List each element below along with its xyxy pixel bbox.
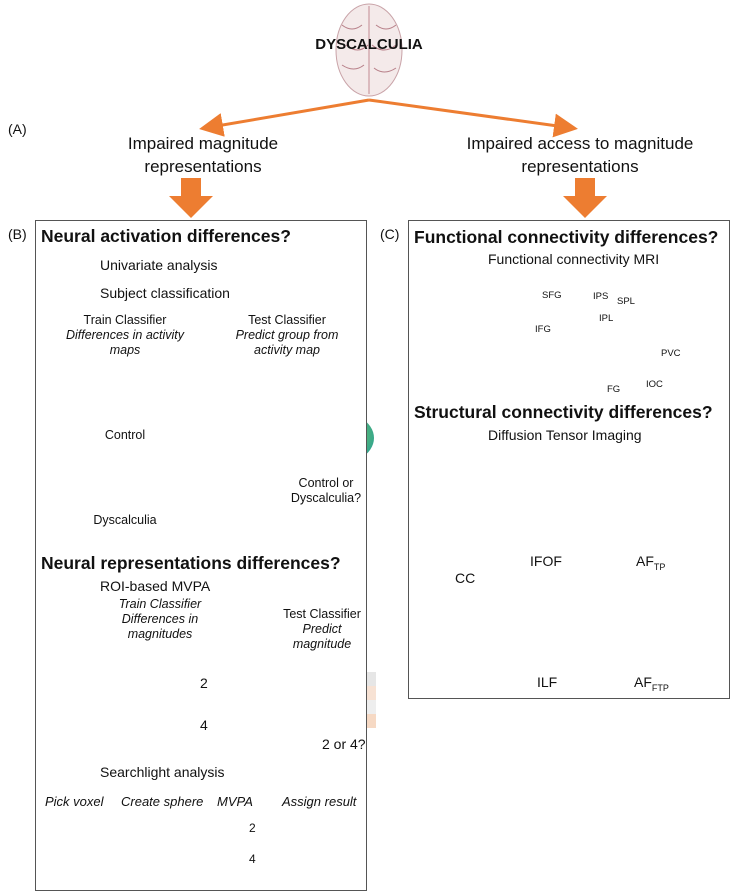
item-univariate: Univariate analysis [100, 257, 218, 273]
label-control: Control [104, 428, 146, 442]
top-brain-image [335, 3, 403, 97]
node-ioc: IOC [646, 379, 663, 390]
label-control-or-dyscalculia: Control or Dyscalculia? [290, 476, 362, 505]
test1-title: Test Classifier [248, 313, 326, 327]
panel-c-heading-structural: Structural connectivity differences? [414, 402, 713, 422]
node-spl: SPL [617, 296, 635, 307]
step-create-sphere: Create sphere [121, 794, 204, 809]
item-dti: Diffusion Tensor Imaging [488, 427, 642, 443]
tract-af-tp-sub: TP [653, 561, 666, 572]
train-classifier-1: Train Classifier Differences in activity… [65, 313, 185, 358]
small-matrix-label-2: 2 [249, 821, 256, 835]
tract-cc: CC [455, 570, 476, 586]
panel-b-heading-representations: Neural representations differences? [41, 553, 341, 573]
node-pvc: PVC [661, 348, 681, 359]
label-c: (C) [380, 226, 400, 242]
item-searchlight: Searchlight analysis [100, 764, 225, 780]
tract-ifof: IFOF [530, 553, 562, 569]
matrix-label-2: 2 [200, 675, 208, 691]
node-ifg: IFG [535, 324, 551, 335]
tract-af-ftp-main: AF [634, 674, 652, 690]
node-fg: FG [607, 384, 621, 395]
arrow-left-branch [199, 98, 370, 137]
tract-af-ftp: AFFTP [634, 674, 669, 693]
train1-title: Train Classifier [83, 313, 167, 327]
block-arrow-left [169, 178, 213, 218]
test-classifier-2: Test Classifier Predict magnitude [282, 607, 362, 652]
tract-af-ftp-sub: FTP [651, 682, 669, 693]
test2-title: Test Classifier [283, 607, 361, 621]
arrow-right-branch [368, 98, 578, 138]
test-classifier-1: Test Classifier Predict group from activ… [226, 313, 348, 358]
test2-sub: Predict magnitude [292, 622, 352, 651]
main-title: DYSCALCULIA [315, 36, 423, 53]
step-assign-result: Assign result [282, 794, 357, 809]
train-classifier-2: Train Classifier Differences in magnitud… [104, 597, 216, 642]
small-matrix-label-4: 4 [249, 852, 256, 866]
train1-sub: Differences in activity maps [65, 328, 185, 357]
item-subject-classification: Subject classification [100, 285, 230, 301]
block-arrow-right [563, 178, 607, 218]
tract-ilf: ILF [537, 674, 558, 690]
item-fc-mri: Functional connectivity MRI [488, 251, 660, 267]
panel-c-frame [408, 220, 730, 699]
train2-sub: Differences in magnitudes [121, 612, 199, 641]
tract-af-tp: AFTP [636, 553, 665, 572]
label-a: (A) [8, 121, 27, 137]
label-2-or-4: 2 or 4? [322, 736, 366, 752]
label-b: (B) [8, 226, 27, 242]
panel-b-heading-activation: Neural activation differences? [41, 226, 291, 246]
matrix-label-4: 4 [200, 717, 208, 733]
test1-sub: Predict group from activity map [235, 328, 339, 357]
panel-b-frame [35, 220, 367, 891]
node-ips: IPS [593, 291, 609, 302]
branch-right-text: Impaired access to magnitude representat… [466, 134, 694, 176]
step-pick-voxel: Pick voxel [45, 794, 104, 809]
label-dyscalculia: Dyscalculia [93, 513, 157, 527]
panel-c-heading-functional: Functional connectivity differences? [414, 227, 719, 247]
node-sfg: SFG [542, 290, 562, 301]
step-mvpa: MVPA [217, 794, 253, 809]
branch-left-text: Impaired magnitude representations [127, 134, 279, 176]
tract-af-tp-main: AF [636, 553, 654, 569]
train2-title: Train Classifier [118, 597, 202, 611]
item-roi-mvpa: ROI-based MVPA [100, 578, 211, 594]
node-ipl: IPL [599, 313, 614, 324]
